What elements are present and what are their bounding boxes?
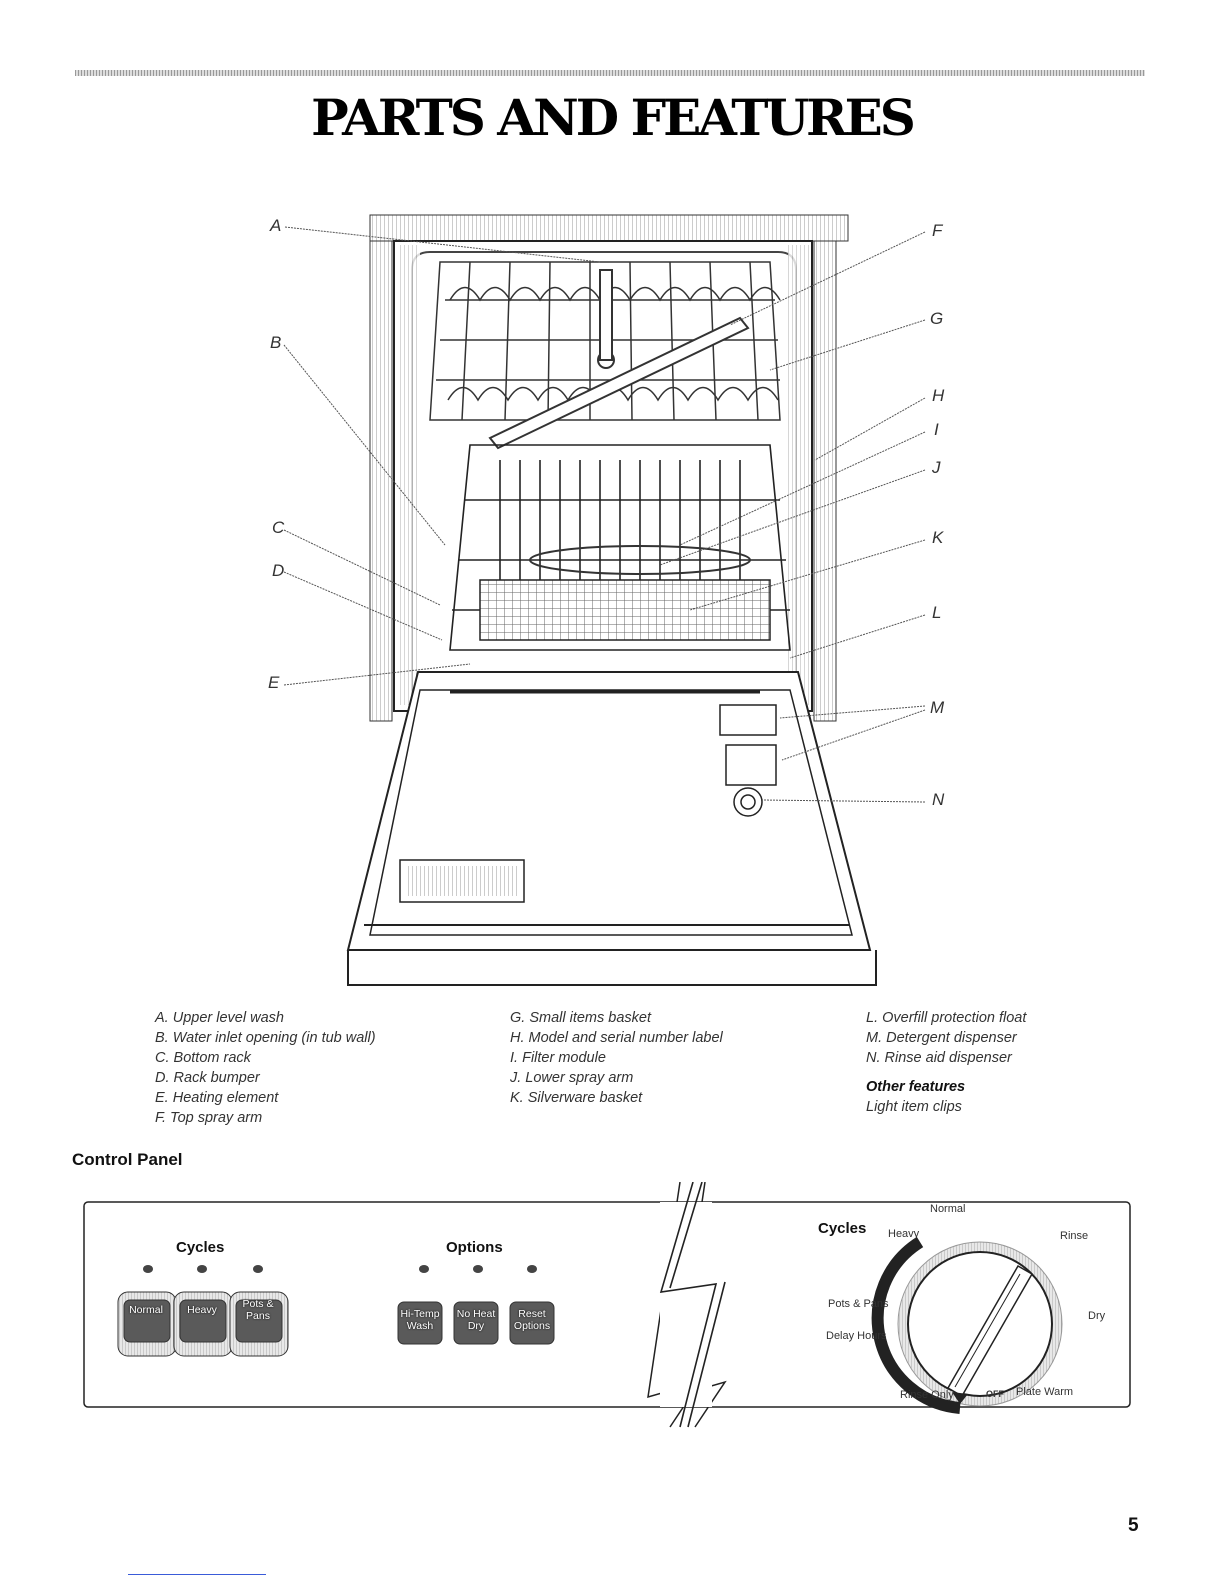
control-panel-heading: Control Panel bbox=[72, 1150, 183, 1169]
legend-item: A. Upper level wash bbox=[155, 1010, 284, 1026]
legend-item: L. Overfill protection float bbox=[866, 1010, 1027, 1026]
dial-position-normal: Normal bbox=[930, 1203, 966, 1215]
lower-rack bbox=[449, 444, 791, 651]
callout-d: D bbox=[272, 561, 285, 580]
legend-item: M. Detergent dispenser bbox=[866, 1030, 1017, 1046]
detergent-dispenser bbox=[719, 704, 777, 786]
legend-item: K. Silverware basket bbox=[510, 1090, 643, 1106]
heavy-cycle-button[interactable]: Heavy bbox=[187, 1304, 217, 1316]
callout-a: A bbox=[270, 216, 282, 235]
dishwasher-diagram bbox=[283, 214, 926, 986]
dial-position-heavy: Heavy bbox=[888, 1228, 920, 1240]
legend-item: N. Rinse aid dispenser bbox=[866, 1050, 1012, 1066]
page-number: 5 bbox=[1128, 1515, 1139, 1536]
dial-position-plate-warm: Plate Warm bbox=[1016, 1386, 1074, 1398]
rinse-aid-dispenser bbox=[733, 787, 763, 817]
lower-spray-arm bbox=[529, 545, 751, 575]
cabinet-right bbox=[813, 240, 837, 722]
options-label: Options bbox=[446, 1239, 503, 1256]
normal-cycle-button[interactable]: Normal bbox=[129, 1304, 163, 1316]
legend-item: B. Water inlet opening (in tub wall) bbox=[155, 1030, 376, 1046]
no-heat-dry-button[interactable]: No Heat Dry bbox=[456, 1308, 496, 1332]
cabinet-left bbox=[369, 240, 393, 722]
legend-column-3: L. Overfill protection float M. Detergen… bbox=[866, 1008, 1026, 1117]
legend-column-2: G. Small items basket H. Model and seria… bbox=[510, 1008, 723, 1108]
legend-item: F. Top spray arm bbox=[155, 1110, 263, 1126]
legend-item: E. Heating element bbox=[155, 1090, 279, 1106]
cycles-label: Cycles bbox=[176, 1239, 225, 1256]
callout-g: G bbox=[930, 309, 944, 328]
dial-position-dry: Dry bbox=[1088, 1310, 1106, 1322]
callout-l: L bbox=[932, 603, 942, 622]
page-title: PARTS AND FEATURES bbox=[311, 88, 916, 147]
hi-temp-wash-button[interactable]: Hi-Temp Wash bbox=[400, 1308, 440, 1332]
callout-k: K bbox=[932, 528, 944, 547]
legend-item: H. Model and serial number label bbox=[510, 1030, 723, 1046]
top-spray-arm bbox=[488, 269, 750, 450]
callout-n: N bbox=[932, 790, 945, 809]
dial-position-pots-pans: Pots & Pans bbox=[828, 1298, 889, 1310]
legend-item: I. Filter module bbox=[510, 1050, 606, 1066]
option-indicator-lights bbox=[419, 1265, 537, 1273]
legend-item: G. Small items basket bbox=[510, 1010, 652, 1026]
legend-column-1: A. Upper level wash B. Water inlet openi… bbox=[155, 1008, 376, 1128]
cycle-button-plates bbox=[117, 1291, 289, 1357]
top-rule bbox=[75, 70, 1145, 76]
control-panel-diagram bbox=[83, 1182, 1131, 1428]
silverware-basket bbox=[479, 579, 771, 641]
dial-position-delay-hours: Delay Hours bbox=[826, 1330, 887, 1342]
dial-position-rinse-only: Rinse Only bbox=[900, 1389, 954, 1401]
callout-m: M bbox=[930, 698, 945, 717]
callout-e: E bbox=[268, 673, 280, 692]
bottom-link-underline bbox=[128, 1574, 266, 1575]
door bbox=[346, 671, 877, 986]
callout-b: B bbox=[270, 333, 282, 352]
legend-item: D. Rack bumper bbox=[155, 1070, 260, 1086]
other-features-heading: Other features bbox=[866, 1079, 966, 1095]
callout-f: F bbox=[932, 221, 943, 240]
reset-options-button[interactable]: Reset Options bbox=[513, 1308, 551, 1332]
option-button-plates bbox=[397, 1301, 555, 1345]
cycle-dial bbox=[871, 1236, 1063, 1414]
callout-j: J bbox=[932, 458, 941, 477]
dial-cycles-label: Cycles bbox=[818, 1220, 867, 1237]
countertop bbox=[369, 214, 849, 242]
callout-h: H bbox=[932, 386, 945, 405]
cycle-indicator-lights bbox=[143, 1265, 263, 1273]
dial-position-rinse: Rinse bbox=[1060, 1230, 1089, 1242]
legend-item: C. Bottom rack bbox=[155, 1050, 251, 1066]
callout-c: C bbox=[272, 518, 285, 537]
leader-lines bbox=[283, 226, 926, 803]
other-feature-item: Light item clips bbox=[866, 1099, 962, 1115]
callout-i: I bbox=[934, 420, 939, 439]
pots-pans-cycle-button[interactable]: Pots & Pans bbox=[242, 1298, 274, 1322]
dial-position-off: OFF bbox=[986, 1389, 1004, 1399]
legend-item: J. Lower spray arm bbox=[510, 1070, 634, 1086]
